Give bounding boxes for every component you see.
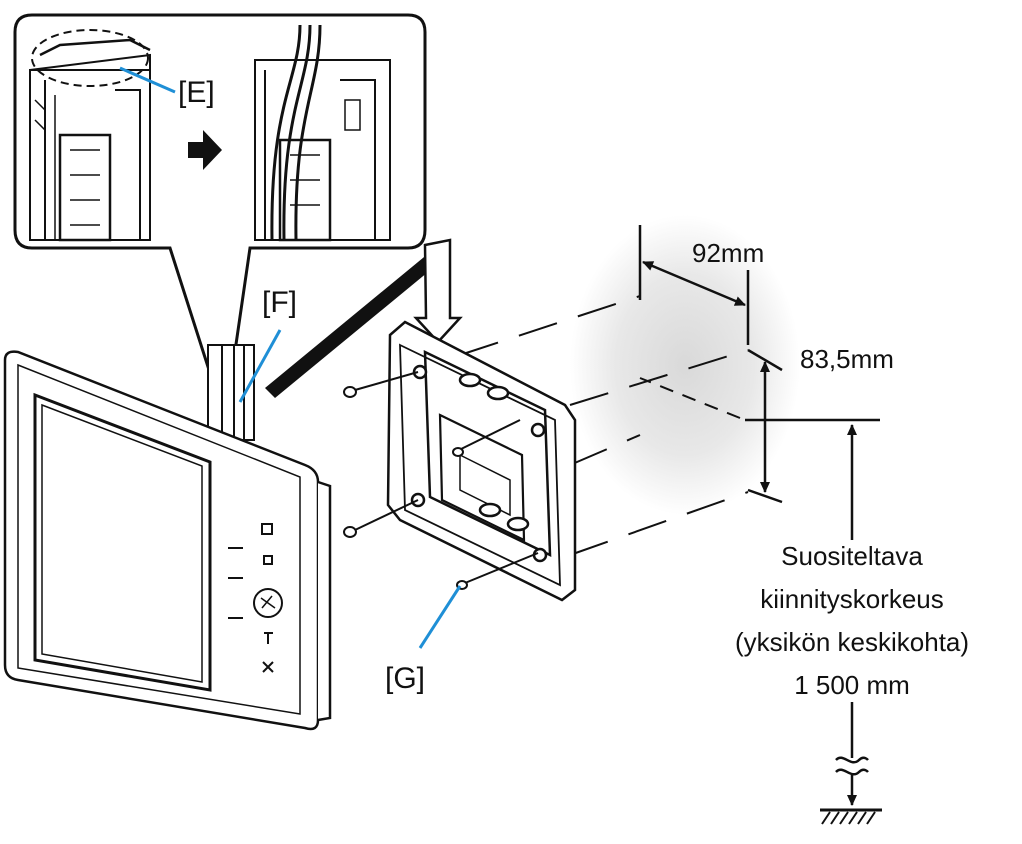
note-line-3: (yksikön keskikohta) [735,627,969,657]
talk-icon [253,588,283,618]
detail-after-illustration [254,24,391,242]
callout-e: [E] [119,66,215,109]
square-icon [261,523,273,535]
dimension-width [638,225,750,345]
callout-f-leader [238,329,282,403]
callout-e-label: [E] [178,76,215,109]
callout-f: [F] [238,286,297,403]
callout-g-leader [418,585,462,649]
projection-lines [459,295,749,556]
detail-before-illustration [29,29,151,242]
callout-g: [G] [385,585,462,695]
screw-center [452,419,521,457]
note-line-2: kiinnityskorkeus [760,584,944,614]
dimension-width-label: 92mm [692,238,764,268]
callout-g-label: [G] [385,662,425,695]
right-arrow-icon [188,130,222,170]
cable-bundle [207,344,255,441]
key-icon [264,632,273,644]
small-square-icon [263,555,273,565]
dimension-height-label: 83,5mm [800,344,894,374]
mounting-height-note: Suositeltava kiinnityskorkeus (yksikön k… [735,541,969,700]
screws [343,371,539,590]
dimension-height [747,348,783,504]
monitor-buttons [228,523,283,673]
mounting-bracket [386,320,577,602]
screw-bottom-left [343,499,419,538]
sealing-strip [265,248,445,398]
floor-symbol [820,808,882,825]
callout-f-label: [F] [262,286,297,319]
close-icon [262,661,274,673]
mounting-height-dimension [745,418,880,806]
screw-top-left [343,371,419,398]
note-line-4: 1 500 mm [794,670,910,700]
callout-e-leader [119,66,176,94]
note-line-1: Suositeltava [781,541,923,571]
mounting-direction-arrow [413,238,463,344]
monitor-unit [3,350,332,731]
